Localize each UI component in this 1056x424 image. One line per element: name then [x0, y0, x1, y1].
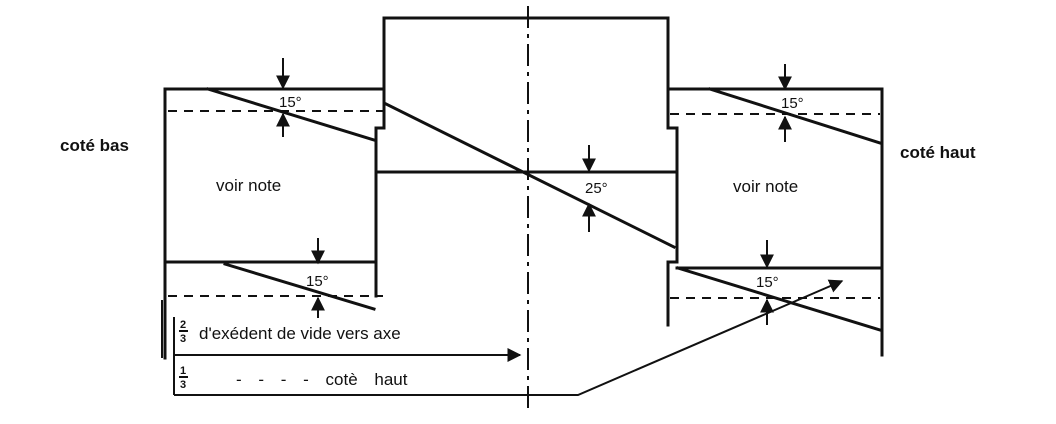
legend-leaders: [173, 279, 844, 396]
angle-bottom-left: 15°: [306, 273, 329, 290]
angle-bottom-right: 15°: [756, 274, 779, 291]
fraction-denominator: 3: [180, 333, 186, 345]
note-left-label: voir note: [216, 176, 281, 195]
angle-indicators: [276, 58, 792, 325]
legend-text-1: d'exédent de vide vers axe: [199, 324, 401, 343]
fraction-denominator: 3: [180, 379, 186, 391]
angle-top-right: 15°: [781, 95, 804, 112]
dashed-reference-lines: [168, 110, 880, 299]
legend-line-2: 1 3 - - - - cotè haut: [179, 365, 408, 391]
side-low-label: coté bas: [60, 136, 129, 155]
slope-lines: [206, 87, 882, 332]
side-high-label: coté haut: [900, 143, 976, 162]
legend-text-2: - - - - cotè haut: [236, 370, 408, 389]
note-right-label: voir note: [733, 177, 798, 196]
angle-top-left: 15°: [279, 94, 302, 111]
fraction-numerator: 1: [180, 365, 186, 377]
section-outline: [161, 16, 884, 360]
angle-center: 25°: [585, 180, 608, 197]
fraction-numerator: 2: [180, 319, 186, 331]
legend-line-1: 2 3 d'exédent de vide vers axe: [179, 319, 401, 345]
